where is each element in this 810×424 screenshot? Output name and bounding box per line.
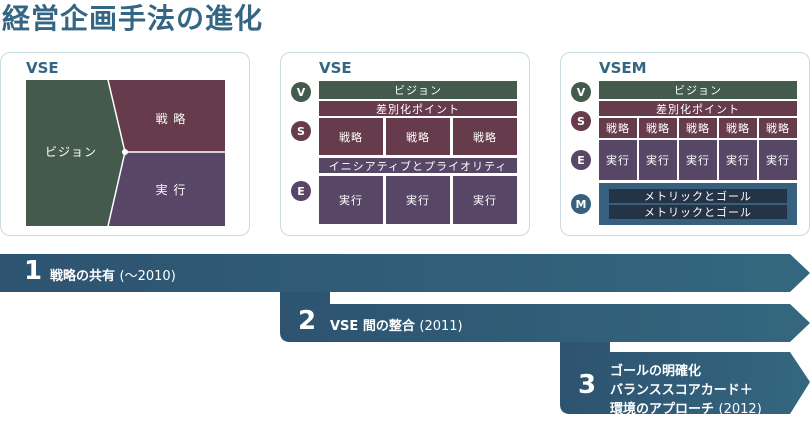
execution-cell: 実行: [599, 140, 637, 180]
circle-v: V: [571, 82, 591, 102]
stage-label: 戦略の共有 (〜2010): [50, 269, 176, 284]
circle-s: S: [291, 121, 311, 141]
panel-vsem: VSEM V S E M ビジョン 差別化ポイント 戦略 戦略 戦略 戦略 戦略…: [560, 52, 810, 236]
strategy-cell: 戦略: [639, 118, 677, 138]
execution-cell: 実行: [386, 176, 450, 224]
vision-bar: ビジョン: [599, 81, 797, 99]
panel-title: VSE: [26, 59, 59, 77]
stage-number: 3: [578, 370, 597, 400]
panel-title: VSEM: [599, 59, 647, 77]
vse-basic-diagram: [26, 80, 226, 226]
strategy-cell: 戦略: [319, 118, 383, 155]
stage-1: 1 戦略の共有 (〜2010): [0, 254, 810, 292]
execution-cell: 実行: [453, 176, 517, 224]
metric-bar: メトリックとゴール: [609, 189, 787, 203]
strategy-cell: 戦略: [453, 118, 517, 155]
circle-m: M: [571, 194, 591, 214]
strategy-cell: 戦略: [679, 118, 717, 138]
panel-title: VSE: [319, 59, 352, 77]
vision-label: ビジョン: [44, 144, 97, 159]
circle-e: E: [571, 150, 591, 170]
strategy-cell: 戦略: [599, 118, 637, 138]
stage-3: 3 ゴールの明確化 バランススコアカード＋ 環境のアプローチ (2012): [560, 352, 810, 422]
circle-v: V: [291, 82, 311, 102]
page-title: 経営企画手法の進化: [2, 2, 264, 35]
stage-label: ゴールの明確化 バランススコアカード＋ 環境のアプローチ (2012): [610, 364, 762, 417]
differentiation-bar: 差別化ポイント: [319, 101, 517, 116]
execution-cell: 実行: [639, 140, 677, 180]
execution-label: 実 行: [155, 182, 187, 197]
stage-label: VSE 間の整合 (2011): [330, 319, 463, 334]
initiatives-bar: イニシアティブとプライオリティ: [319, 158, 517, 173]
strategy-label: 戦 略: [155, 111, 187, 126]
circle-e: E: [291, 181, 311, 201]
differentiation-bar: 差別化ポイント: [599, 101, 797, 116]
execution-cell: 実行: [319, 176, 383, 224]
strategy-cell: 戦略: [719, 118, 757, 138]
strategy-cell: 戦略: [386, 118, 450, 155]
execution-cell: 実行: [759, 140, 797, 180]
execution-cell: 実行: [679, 140, 717, 180]
stage-2: 2 VSE 間の整合 (2011): [280, 304, 810, 342]
execution-cell: 実行: [719, 140, 757, 180]
circle-s: S: [571, 111, 591, 131]
metric-bar: メトリックとゴール: [609, 205, 787, 219]
stage-number: 2: [298, 306, 317, 336]
strategy-cell: 戦略: [759, 118, 797, 138]
panel-vse-aligned: VSE V S E ビジョン 差別化ポイント 戦略 戦略 戦略 イニシアティブと…: [280, 52, 530, 236]
vision-bar: ビジョン: [319, 81, 517, 99]
panel-vse-basic: VSE ビジョン 戦 略 実 行: [0, 52, 250, 236]
stage-number: 1: [24, 256, 43, 286]
stage-arrows: [0, 254, 810, 414]
